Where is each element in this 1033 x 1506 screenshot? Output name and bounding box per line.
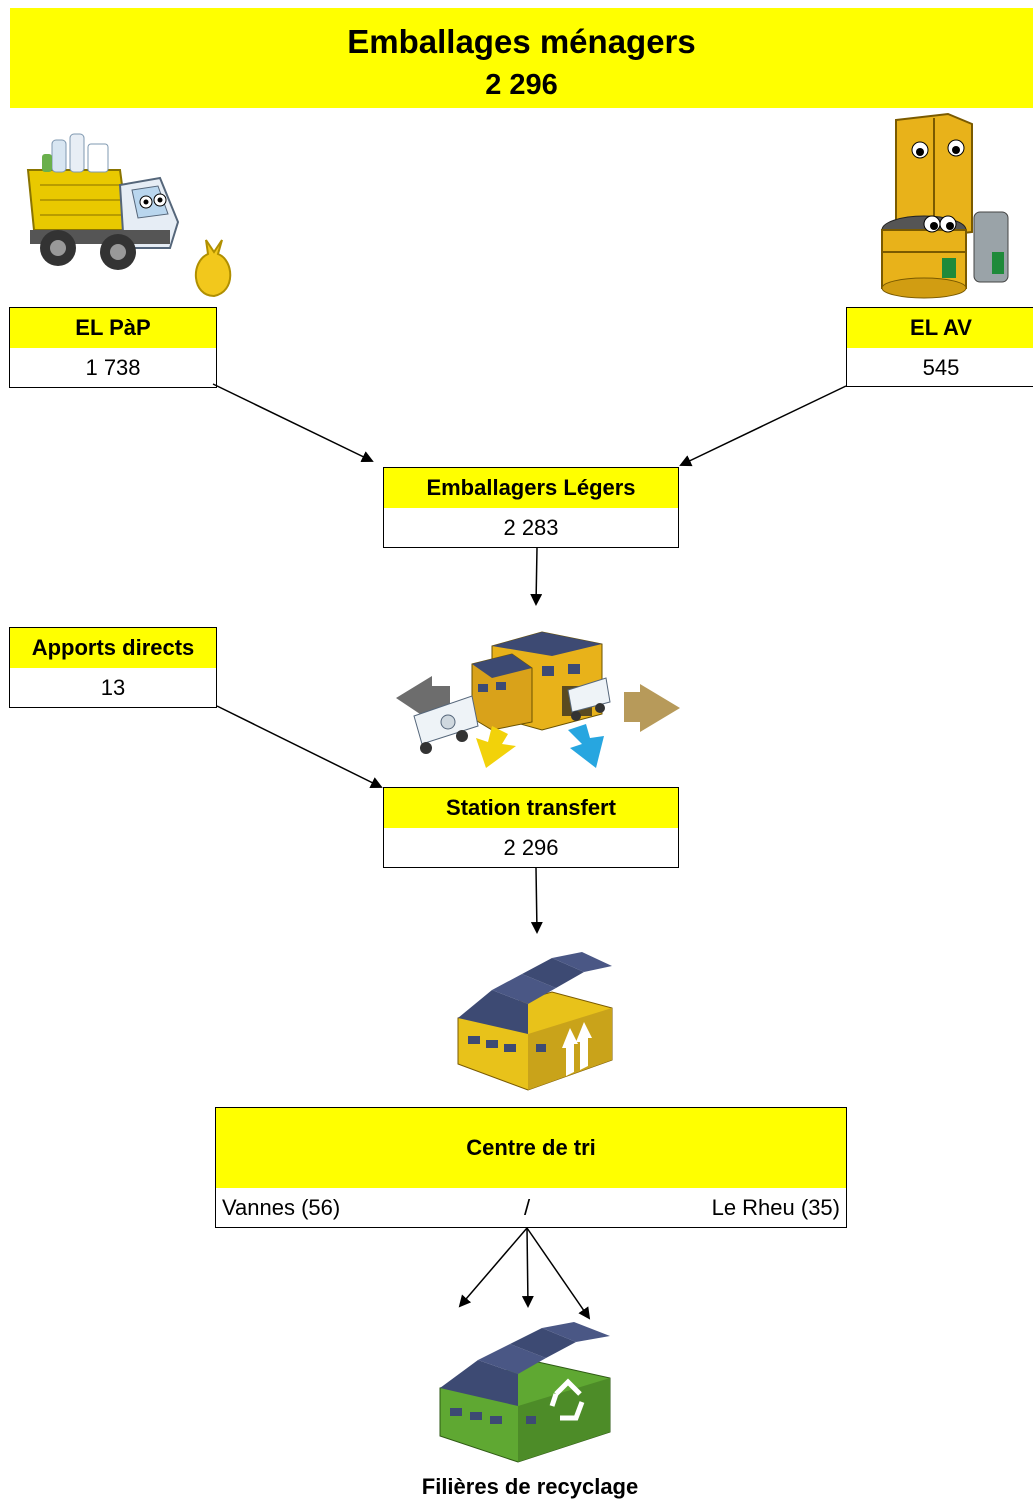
centre-de-tri-label: Centre de tri xyxy=(216,1108,846,1188)
location-vannes: Vannes (56) xyxy=(222,1195,341,1220)
transfer-station-icon xyxy=(396,631,680,768)
el-pap-value: 1 738 xyxy=(85,355,141,380)
el-pap-label: EL PàP xyxy=(10,308,216,348)
station-transfert-value: 2 296 xyxy=(503,835,559,860)
recycling-channels-label: Filières de recyclage xyxy=(421,1474,639,1499)
recycling-factory-icon xyxy=(439,1322,611,1463)
arrow-st-to-factory xyxy=(530,867,543,934)
station-transfert-label: Station transfert xyxy=(384,788,678,828)
centre-de-tri-locations: Vannes (56) / Le Rheu (35) xyxy=(216,1188,846,1228)
sorting-factory-icon xyxy=(457,952,613,1091)
page-title: Emballages ménagers xyxy=(347,23,696,60)
header-banner: Emballages ménagers 2 296 xyxy=(10,8,1033,108)
total-value: 2 296 xyxy=(485,69,558,101)
arrow-elav-to-el xyxy=(679,385,847,467)
arrow-tri-to-recycle-right xyxy=(526,1227,591,1320)
apports-directs-box: Apports directs 13 xyxy=(9,627,217,708)
arrow-tri-to-recycle-center xyxy=(521,1227,534,1308)
apports-directs-value: 13 xyxy=(100,675,126,700)
arrow-el-to-station-icon xyxy=(530,547,543,606)
el-av-label: EL AV xyxy=(847,308,1033,348)
garbage-truck-icon xyxy=(26,133,180,270)
location-le-rheu: Le Rheu (35) xyxy=(711,1195,840,1220)
emballages-legers-box: Emballagers Légers 2 283 xyxy=(383,467,679,548)
arrow-tri-to-recycle-left xyxy=(458,1227,528,1308)
yellow-bag-icon xyxy=(194,239,232,298)
el-pap-box: EL PàP 1 738 xyxy=(9,307,217,388)
el-av-box: EL AV 545 xyxy=(846,307,1033,387)
location-separator: / xyxy=(524,1195,531,1220)
recycle-symbol-icon xyxy=(549,1378,585,1421)
el-av-value: 545 xyxy=(922,355,960,380)
collection-containers-icon xyxy=(881,112,1009,299)
emballages-legers-label: Emballagers Légers xyxy=(384,468,678,508)
apports-directs-label: Apports directs xyxy=(10,628,216,668)
centre-de-tri-box: Centre de tri Vannes (56) / Le Rheu (35) xyxy=(215,1107,847,1228)
emballages-legers-value: 2 283 xyxy=(503,515,559,540)
station-transfert-box: Station transfert 2 296 xyxy=(383,787,679,868)
arrow-ad-to-st xyxy=(216,705,383,788)
arrow-elpap-to-el xyxy=(212,383,374,463)
